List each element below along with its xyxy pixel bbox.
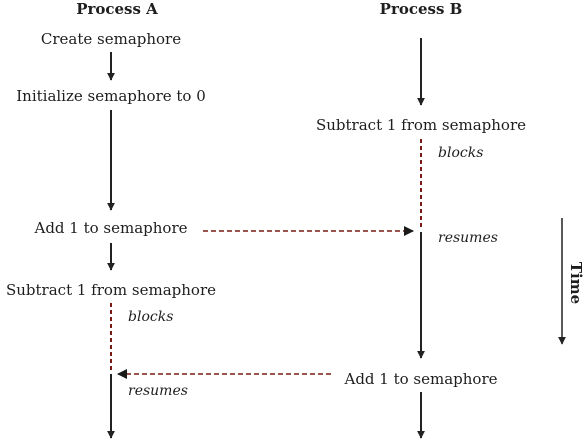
process-a-create-semaphore: Create semaphore [41,30,181,48]
process-b-resumes-note: resumes [438,230,498,246]
process-a-subtract-semaphore: Subtract 1 from semaphore [6,281,216,299]
time-axis-label: Time [567,262,584,304]
process-b-add-semaphore: Add 1 to semaphore [343,370,497,388]
process-b-header: Process B [380,0,463,18]
process-a-resumes-note: resumes [128,383,188,399]
process-a-add-semaphore: Add 1 to semaphore [33,219,187,237]
process-b-subtract-semaphore: Subtract 1 from semaphore [316,116,526,134]
process-a-initialize-semaphore: Initialize semaphore to 0 [16,87,206,105]
process-a-header: Process A [76,0,158,18]
process-b-blocks-note: blocks [438,145,483,161]
process-a-blocks-note: blocks [128,309,173,325]
